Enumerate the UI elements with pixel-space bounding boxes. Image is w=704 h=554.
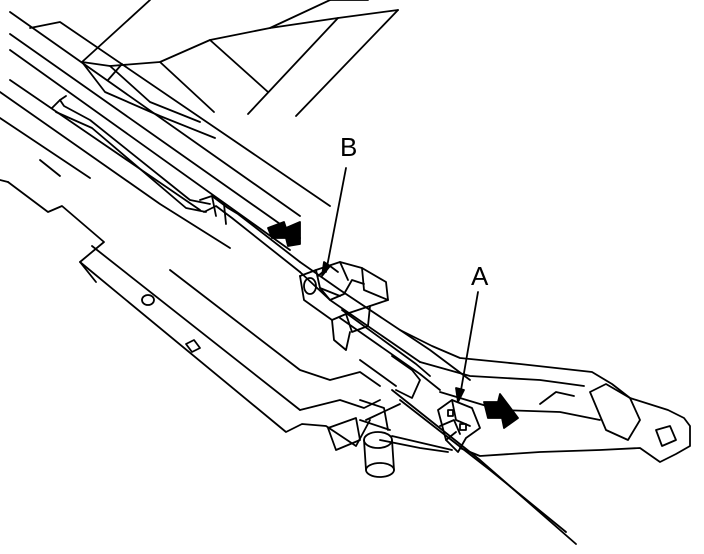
cable-harness — [52, 96, 210, 212]
callout-label-b: B — [340, 132, 358, 162]
leader-line-b — [326, 168, 346, 272]
side-bracket-plate — [400, 330, 690, 462]
direction-arrow-lower — [484, 394, 518, 428]
callout-leaders — [322, 168, 478, 402]
upper-body-panel — [82, 0, 398, 138]
direction-arrow-upper — [268, 222, 300, 246]
roof-rail — [0, 12, 330, 250]
lower-edge-line — [366, 390, 576, 544]
mounting-post — [328, 400, 452, 477]
guide-rail — [200, 196, 470, 398]
callout-label-a: A — [471, 261, 489, 291]
leader-line-a — [460, 292, 478, 396]
lower-panel — [0, 160, 380, 446]
slide-bracket — [300, 262, 388, 350]
